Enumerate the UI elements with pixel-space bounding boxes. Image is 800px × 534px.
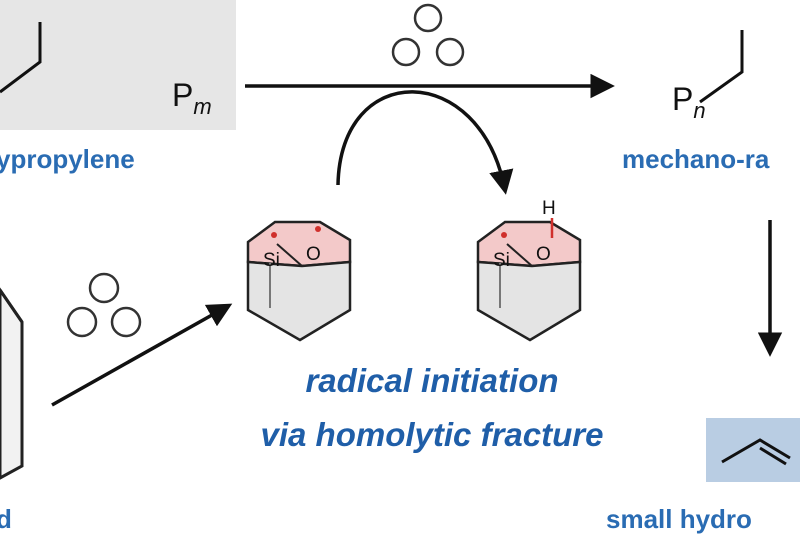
ball-mill-icon	[391, 3, 465, 67]
radical-dot-icon	[271, 232, 277, 238]
silica-cube	[0, 287, 24, 480]
caption-line-1: radical initiation	[305, 362, 558, 399]
h-label: H	[542, 198, 556, 219]
polypropylene-box	[0, 0, 236, 130]
product-double-bond	[759, 446, 787, 466]
product-box	[706, 418, 800, 482]
product-chain	[721, 438, 791, 464]
caption-line-2: via homolytic fracture	[261, 416, 604, 453]
mechano-radical-chain	[699, 30, 744, 104]
ball-mill-icon-2	[66, 272, 142, 338]
o-label: O	[536, 244, 551, 265]
si-label: Si	[493, 250, 510, 271]
polypropylene-label: ypropylene	[0, 144, 135, 174]
radical-dot-icon	[501, 232, 507, 238]
silica-cage-radical: Si O	[246, 220, 352, 342]
si-label: Si	[263, 250, 280, 271]
diagonal-arrow	[51, 303, 233, 407]
pm-label: Pm	[172, 77, 212, 119]
curved-arrow	[336, 90, 514, 195]
polypropylene-chain	[0, 22, 42, 94]
left-bottom-label: d	[0, 504, 12, 534]
silica-cage-hydrogenated: Si O H	[476, 198, 582, 342]
o-label: O	[306, 244, 321, 265]
mechano-radical-label: mechano-ra	[622, 144, 770, 174]
small-hydro-label: small hydro	[606, 504, 752, 534]
radical-dot-icon	[315, 226, 321, 232]
pn-label: Pn	[672, 81, 706, 123]
